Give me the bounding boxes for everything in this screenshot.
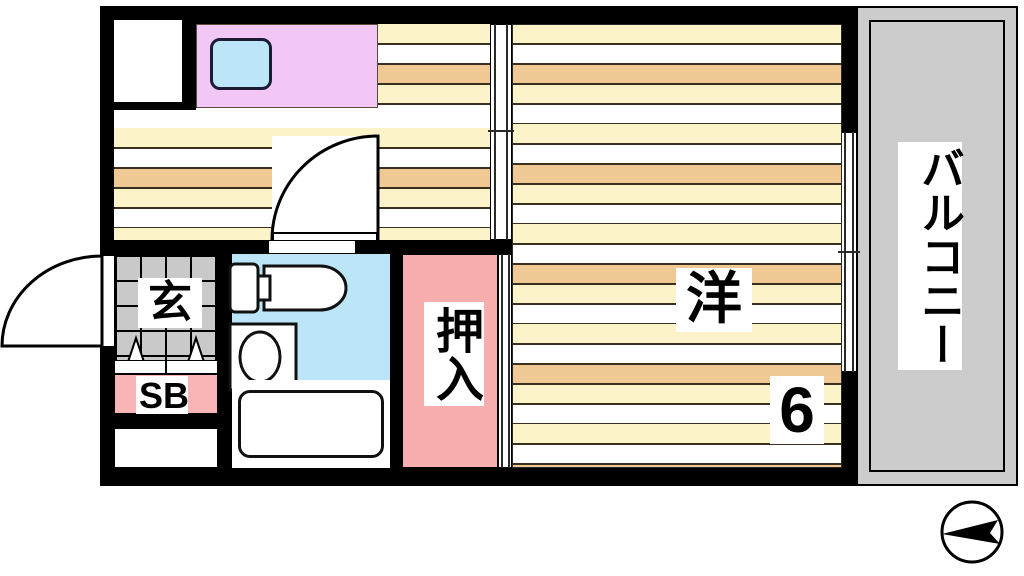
closet-label: 押入 (424, 302, 484, 406)
room-size-label: 6 (770, 376, 824, 444)
western-room-label: 洋 (676, 268, 752, 332)
wall-right-upper (842, 6, 856, 132)
kitchen-gap (114, 110, 500, 128)
entrance-label: 玄 (138, 278, 202, 328)
room-door-swing-arc (270, 134, 380, 242)
shoe-box-label: SB (136, 376, 189, 416)
hall-floor-strip-right (378, 128, 500, 240)
entrance-step-markers (126, 334, 206, 363)
wall-right-lower (842, 372, 856, 486)
wall-bottom (100, 468, 856, 486)
partition-rail-a (494, 24, 496, 240)
partition-handle-mark (488, 130, 514, 132)
bathtub-icon (238, 390, 384, 458)
lower-left-alcove (114, 428, 218, 468)
wall-top (100, 6, 856, 24)
alcove-top-left (114, 20, 182, 102)
wall-under-shoebox (100, 414, 232, 428)
bathroom-door-opening[interactable] (268, 240, 356, 254)
wall-closet-left (390, 240, 402, 486)
entrance-door-swing-arc (0, 254, 104, 348)
compass-rose (940, 500, 1004, 564)
wall-left-lower-vertical (218, 414, 232, 486)
entrance-step-divider (165, 360, 167, 374)
partition-rail-b (506, 24, 508, 240)
balcony-door-handle-mark (838, 251, 860, 253)
kitchen-sink (210, 38, 272, 90)
wall-mid-horizontal-right (500, 240, 512, 254)
closet-door-rail-b (508, 254, 510, 468)
toilet-icon (228, 262, 348, 314)
balcony-label: バルコニー (898, 142, 964, 370)
balcony-inner-outline (869, 20, 1005, 472)
closet-door-rail-a (501, 254, 503, 468)
